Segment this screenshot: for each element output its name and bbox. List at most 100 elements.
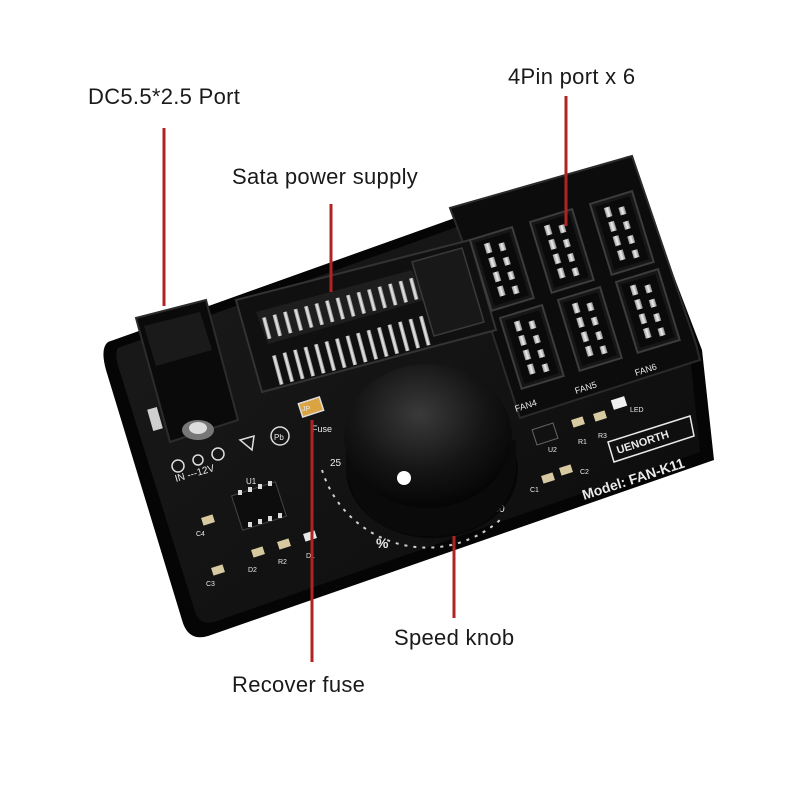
fan-pin (496, 285, 506, 297)
d2-text: D2 (248, 567, 257, 574)
components: U1 C4 C3 D2 R2 D1 U2 R1 R3 LED C1 C2 (196, 396, 644, 588)
chip-pin (248, 487, 252, 492)
u1-text: U1 (246, 477, 257, 486)
fan-pin (616, 249, 626, 261)
sata-pin (335, 338, 347, 369)
sata-pin (283, 311, 293, 334)
sata-pin (272, 314, 283, 337)
fan-pin (507, 270, 516, 281)
fan-header (556, 285, 623, 373)
sata-pin (409, 277, 419, 301)
pb-text: Pb (274, 433, 284, 442)
fan-pin (627, 234, 636, 245)
chip-pin (238, 490, 242, 495)
fan-header (614, 267, 681, 355)
fan-pin (492, 271, 502, 283)
fan-pin (502, 256, 511, 266)
callout-lines (162, 96, 568, 662)
fan-pin (511, 285, 520, 295)
fan-header (528, 207, 595, 295)
dial-low-text: 25 (330, 458, 342, 469)
sata-pin (356, 291, 367, 315)
sata-pin (366, 329, 379, 360)
sata-pin (303, 346, 316, 377)
lead-free-icon (270, 426, 290, 446)
sata-pin (304, 305, 314, 329)
fan-pin (595, 330, 604, 341)
sata-pin (346, 294, 356, 317)
led-text: LED (630, 407, 644, 414)
speed-knob[interactable] (344, 364, 518, 538)
sata-pin (367, 288, 377, 312)
fan-header (588, 189, 655, 277)
sata-pin (419, 315, 431, 346)
percent-text: % (376, 535, 389, 551)
jp-text: JP (302, 406, 311, 413)
sata-pin (398, 321, 410, 352)
fan-pin (622, 220, 631, 230)
dc-jack (134, 298, 240, 444)
sata-pin (314, 302, 325, 326)
fan-pin (603, 206, 613, 218)
fan-pin (590, 316, 599, 326)
fan-pin (513, 320, 523, 332)
fan-pin (638, 313, 648, 325)
c2-text: C2 (580, 469, 589, 476)
fan-pin (657, 327, 666, 337)
fan-pin (552, 253, 562, 265)
sata-pin (387, 324, 400, 355)
fan-pin (558, 224, 567, 234)
c4-text: C4 (196, 531, 205, 538)
sata-connector (234, 238, 498, 394)
c1-text: C1 (530, 487, 539, 494)
fan-pin (562, 238, 571, 248)
knob-label: Speed knob (394, 625, 515, 650)
fan-pin (483, 242, 493, 254)
fuse-text: Fuse (312, 424, 332, 434)
fan-headers (468, 189, 681, 391)
sata-pin (398, 280, 409, 303)
sata-pin (355, 332, 368, 363)
chip-pin (278, 513, 282, 518)
fan-pin (541, 363, 550, 373)
fuse-label: Recover fuse (232, 672, 366, 697)
sata-pin (408, 318, 421, 349)
fan-pin (580, 331, 590, 343)
fan-pin (584, 345, 594, 357)
fan-ports-label: 4Pin port x 6 (508, 64, 636, 89)
sata-pin (272, 354, 284, 385)
fan-pin (642, 327, 652, 339)
fan-pin (629, 284, 639, 296)
fan-pin (571, 302, 581, 314)
sata-pin (282, 352, 295, 383)
recover-fuse: JP Fuse (297, 395, 332, 434)
fan-pin (518, 334, 527, 347)
fan-pin (644, 284, 653, 294)
r3-text: R3 (598, 433, 607, 440)
r2-text: R2 (278, 559, 287, 566)
fan-pin (526, 363, 536, 375)
sata-pin (388, 283, 398, 306)
sata-pin (262, 316, 272, 340)
fan-pin (631, 249, 640, 259)
fan-header (468, 225, 535, 313)
fan-pin (586, 302, 595, 312)
fan-pin (548, 238, 557, 251)
fan-pin (608, 220, 617, 233)
sata-pin (313, 343, 326, 374)
chip-pin (248, 522, 252, 527)
fan-pin (543, 224, 553, 236)
fan-pin (528, 320, 537, 330)
sata-pin (377, 286, 388, 309)
r1-text: R1 (578, 439, 587, 446)
dc-port-label: DC5.5*2.5 Port (88, 84, 241, 109)
chip-pin (268, 516, 272, 521)
fan-pin (599, 345, 608, 355)
fan-pin (648, 298, 657, 308)
fan-pin (567, 252, 576, 263)
fan-pin (634, 298, 643, 311)
sata-pin (324, 340, 337, 371)
fan-pin (498, 242, 507, 252)
fan-pin (537, 348, 546, 359)
